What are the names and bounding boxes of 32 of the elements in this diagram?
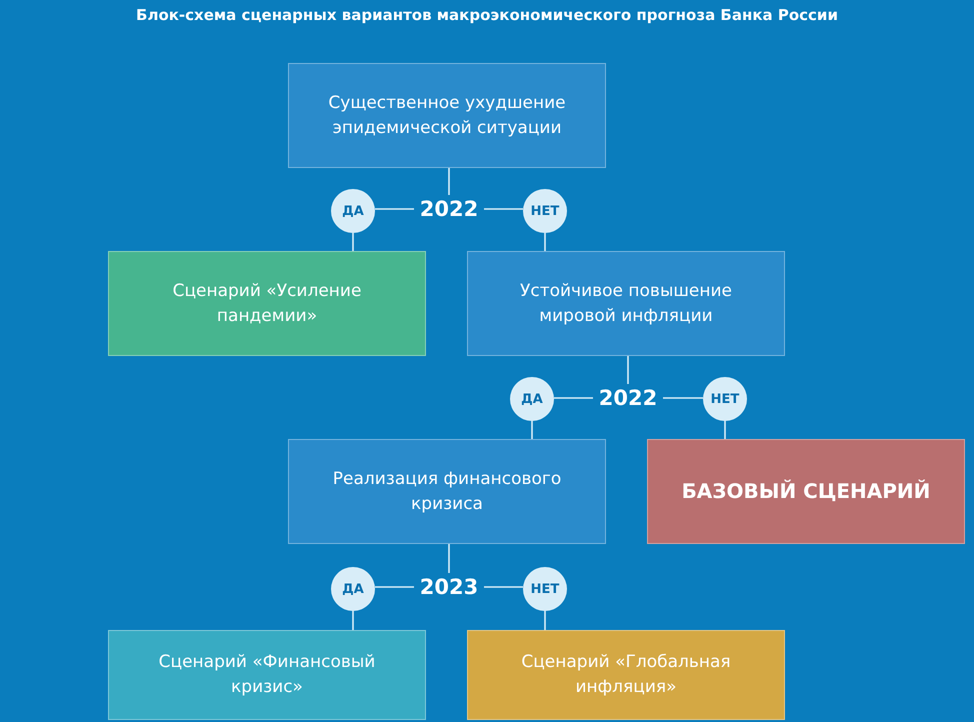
connector-line [484,208,523,210]
condition-box: Реализация финансового кризиса [288,439,606,544]
decision-circle: ДА [510,377,554,421]
connector-line [448,168,450,195]
decision-circle: НЕТ [703,377,747,421]
scenario-box: Сценарий «Финансовый кризис» [108,630,426,720]
connector-line [663,397,703,399]
connector-line [544,611,546,630]
year-label: 2022 [414,195,484,223]
scenario-box: Сценарий «Усиление пандемии» [108,251,426,356]
diagram-title: Блок-схема сценарных вариантов макроэкономического прогноза Банка России [135,6,839,24]
connector-line [724,421,726,439]
connector-line [375,208,414,210]
decision-circle: ДА [331,189,375,233]
decision-circle: НЕТ [523,189,567,233]
scenario-box: БАЗОВЫЙ СЦЕНАРИЙ [647,439,965,544]
condition-box: Устойчивое повышение мировой инфляции [467,251,785,356]
year-label: 2023 [414,573,484,601]
connector-line [554,397,593,399]
decision-circle: ДА [331,567,375,611]
connector-line [352,611,354,630]
connector-line [627,356,629,384]
connector-line [531,421,533,439]
condition-box: Существенное ухудшение эпидемической ситуации [288,63,606,168]
connector-line [484,586,523,588]
connector-line [448,544,450,573]
connector-line [544,233,546,251]
scenario-box: Сценарий «Глобальная инфляция» [467,630,785,720]
year-label: 2022 [593,384,663,412]
connector-line [375,586,414,588]
decision-circle: НЕТ [523,567,567,611]
connector-line [352,233,354,251]
